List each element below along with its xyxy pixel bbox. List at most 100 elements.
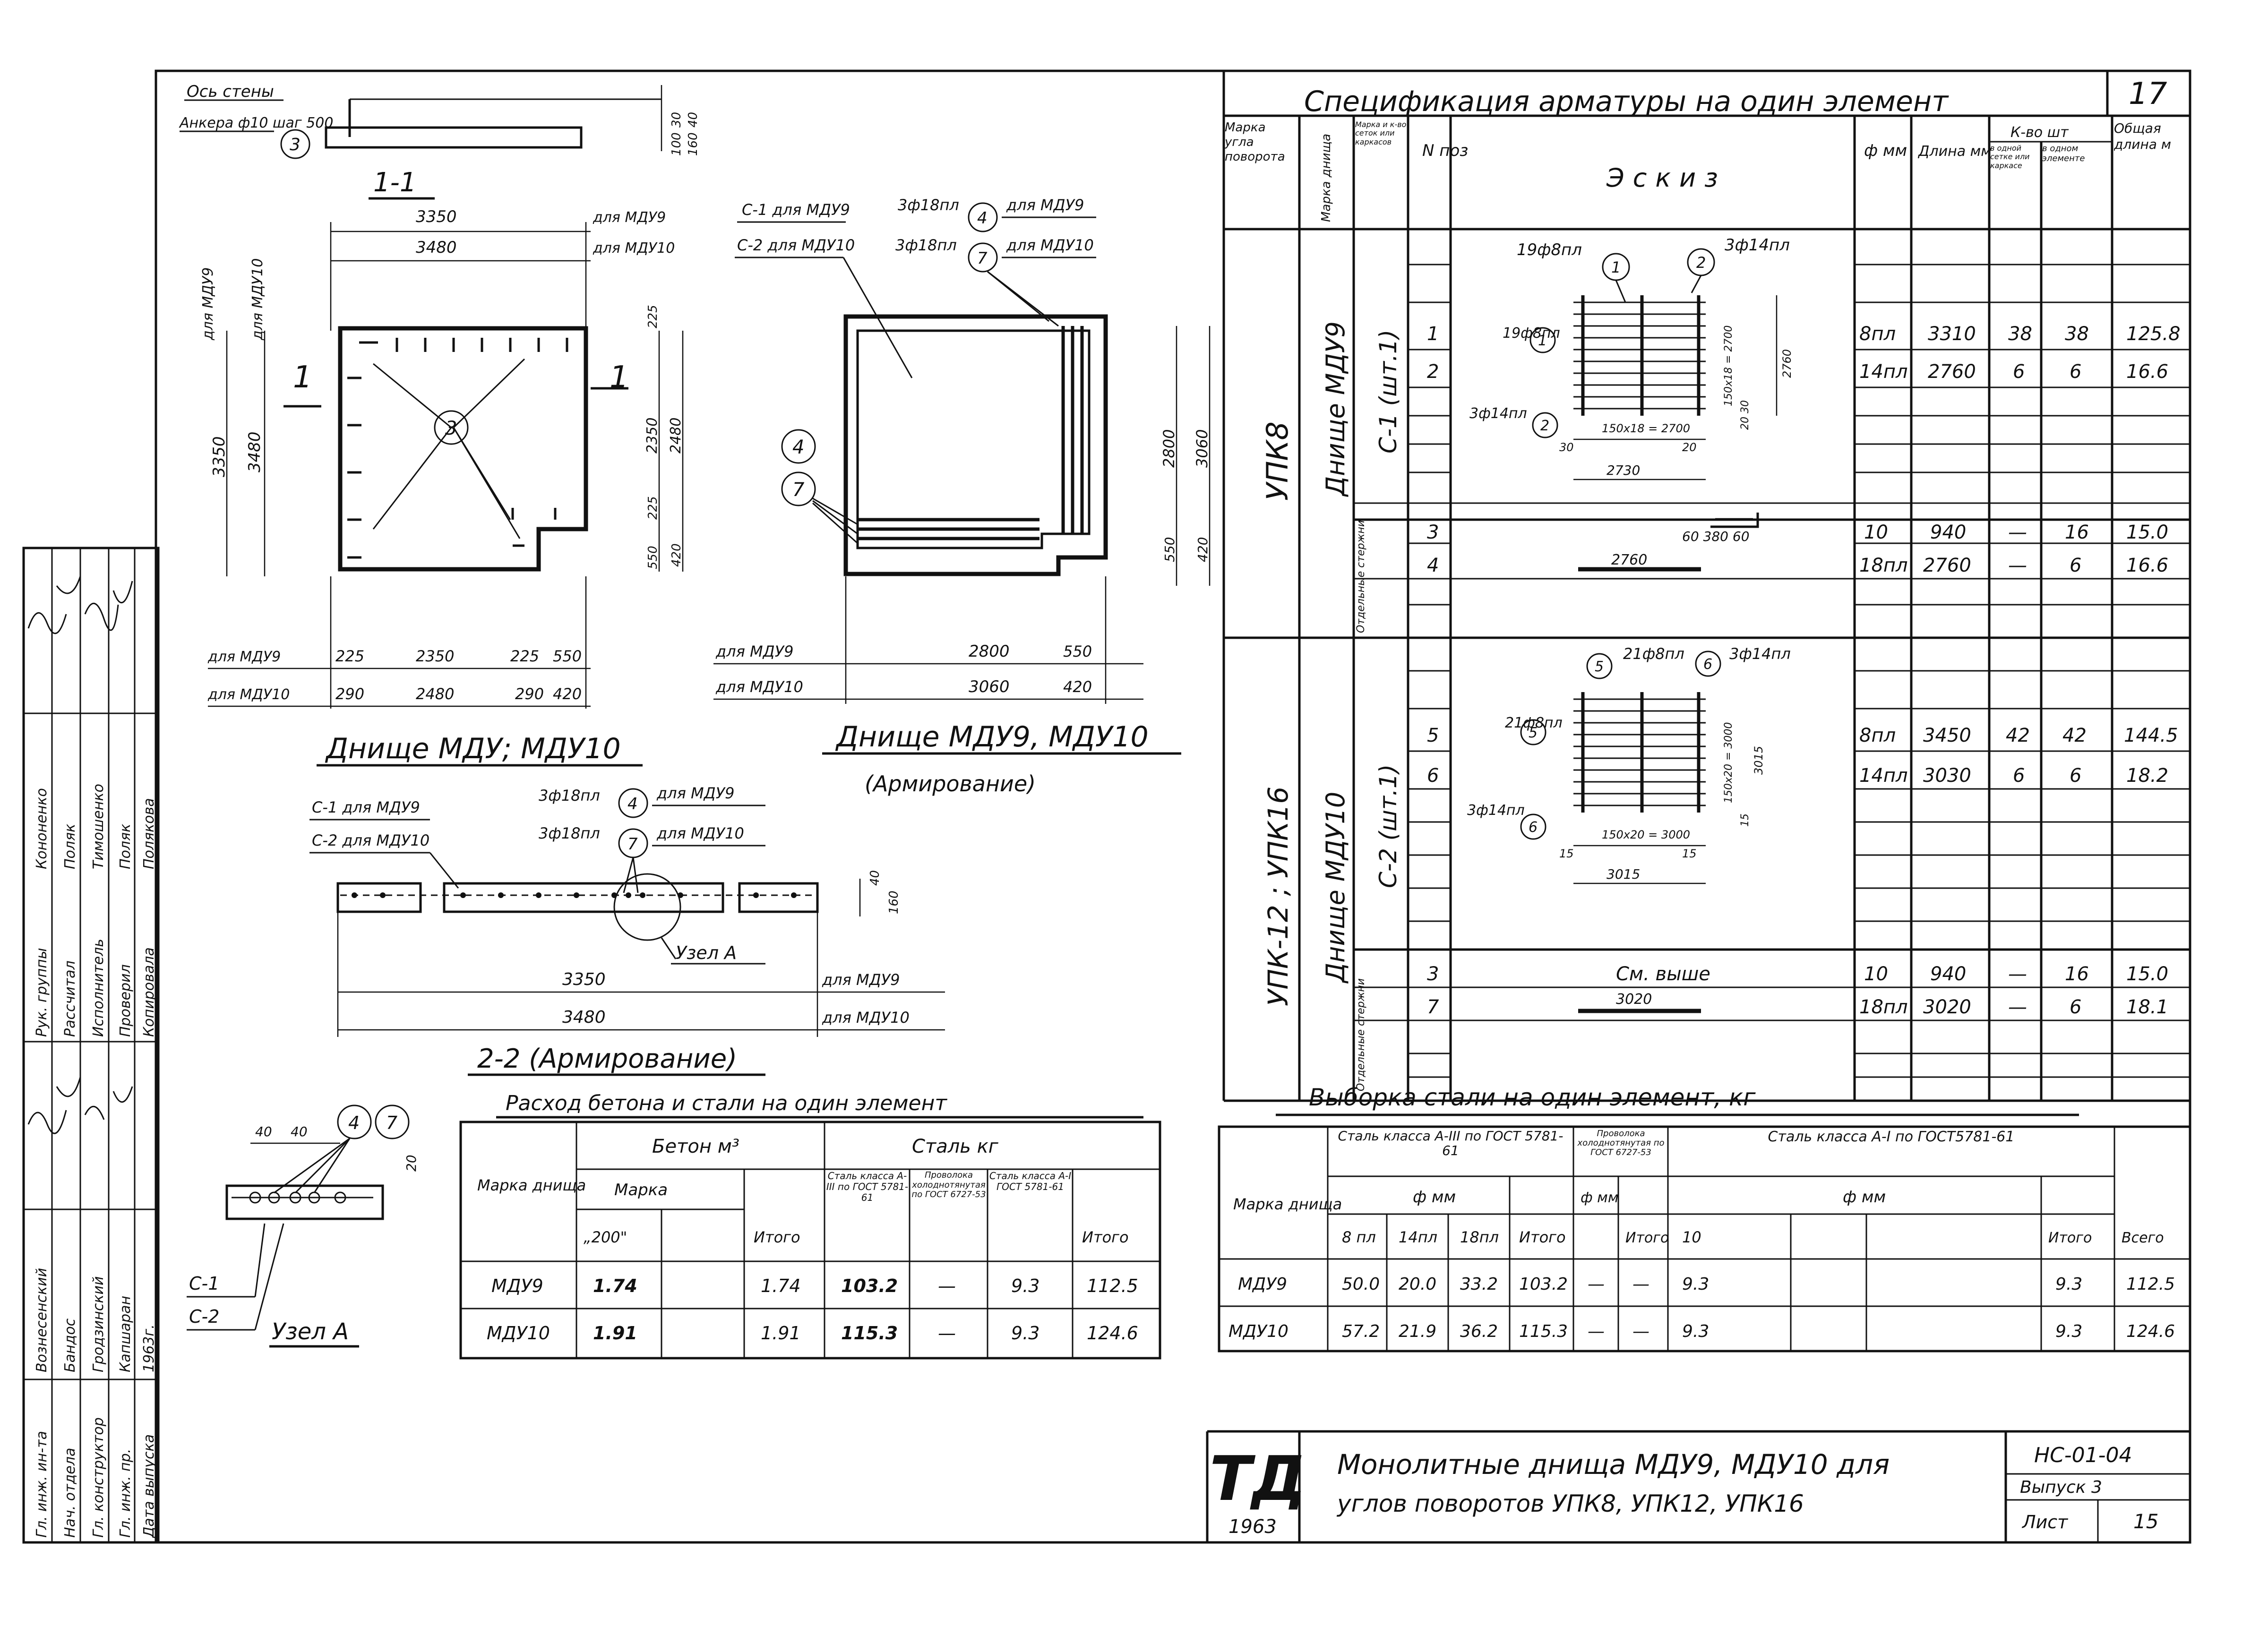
stamp-title-1: Монолитные днища МДУ9, МДУ10 для xyxy=(1337,1448,1890,1481)
svg-text:1.74: 1.74 xyxy=(761,1275,801,1296)
svg-text:16.6: 16.6 xyxy=(2126,555,2168,576)
stamp-title-2: углов поворотов УПК8, УПК12, УПК16 xyxy=(1336,1490,1804,1517)
svg-text:9.3: 9.3 xyxy=(1011,1323,1040,1344)
consumption-row-1: МДУ9 1.74 1.74 103.2 — 9.3 112.5 xyxy=(491,1275,1138,1296)
sketch-c2: 5 21ф8пл 6 3ф14пл 21ф8пл 5 3ф14пл 6 150x… xyxy=(1467,645,1791,1013)
svg-text:18пл: 18пл xyxy=(1859,555,1908,576)
svg-text:16.6: 16.6 xyxy=(2126,361,2168,383)
svg-text:30: 30 xyxy=(670,112,684,128)
callout-leaders xyxy=(372,358,525,539)
plan-mdu: 3350 для МДУ9 3480 для МДУ10 для МДУ9 дл… xyxy=(200,207,684,767)
svg-text:2760: 2760 xyxy=(1923,555,1971,576)
svg-text:3480: 3480 xyxy=(562,1008,606,1027)
svg-text:—: — xyxy=(2008,522,2027,543)
svg-text:1: 1 xyxy=(1538,333,1547,349)
svg-text:124.6: 124.6 xyxy=(1087,1323,1138,1344)
svg-text:9.3: 9.3 xyxy=(1682,1275,1709,1294)
plan-callout-3 xyxy=(434,410,469,445)
svg-text:3ф18пл: 3ф18пл xyxy=(898,196,959,214)
svg-text:420: 420 xyxy=(553,685,582,703)
svg-text:5: 5 xyxy=(1427,725,1439,746)
svg-text:для МДУ10: для МДУ10 xyxy=(593,240,675,257)
svg-text:3060: 3060 xyxy=(969,677,1010,696)
svg-text:для МДУ9: для МДУ9 xyxy=(1006,196,1084,214)
stamp-issue: Выпуск 3 xyxy=(2020,1478,2102,1497)
svg-text:2800: 2800 xyxy=(969,642,1010,661)
svg-text:3: 3 xyxy=(1427,963,1439,985)
svg-text:ф мм: ф мм xyxy=(1413,1188,1456,1207)
spec-title: Спецификация арматуры на один элемент xyxy=(1304,85,1949,118)
svg-text:103.2: 103.2 xyxy=(1519,1275,1568,1294)
svg-text:—: — xyxy=(1632,1275,1649,1294)
svg-text:для МДУ10: для МДУ10 xyxy=(249,258,266,341)
plan-arm-subtitle: (Армирование) xyxy=(865,771,1036,796)
svg-text:100: 100 xyxy=(670,132,684,156)
consumption-title: Расход бетона и стали на один элемент xyxy=(506,1091,947,1115)
svg-text:6: 6 xyxy=(2013,361,2025,383)
axis-label: Ось стены xyxy=(187,82,274,101)
svg-text:9.3: 9.3 xyxy=(1011,1275,1040,1296)
svg-text:3020: 3020 xyxy=(1616,991,1652,1008)
svg-text:3310: 3310 xyxy=(1928,323,1976,345)
svg-text:—: — xyxy=(1588,1275,1605,1294)
title-stamp: ТД 1963 Монолитные днища МДУ9, МДУ10 для… xyxy=(1206,1430,2190,1542)
svg-text:С-1: С-1 xyxy=(189,1273,219,1294)
svg-text:Марка днища: Марка днища xyxy=(1319,134,1333,222)
svg-text:7: 7 xyxy=(386,1113,397,1133)
svg-text:14пл: 14пл xyxy=(1859,361,1908,383)
svg-text:420: 420 xyxy=(1195,537,1211,562)
svg-text:3030: 3030 xyxy=(1923,765,1971,787)
svg-text:2480: 2480 xyxy=(668,418,684,454)
svg-text:3ф18пл: 3ф18пл xyxy=(539,824,600,842)
node-a-circle xyxy=(613,873,681,941)
svg-text:3ф14пл: 3ф14пл xyxy=(1469,405,1527,422)
svg-text:6: 6 xyxy=(1703,656,1712,673)
svg-text:1.91: 1.91 xyxy=(593,1323,637,1344)
name-4: Поляк xyxy=(117,824,134,869)
svg-text:К-во шт: К-во шт xyxy=(2010,124,2069,141)
name-7: Бандос xyxy=(62,1318,78,1372)
svg-text:—: — xyxy=(2008,996,2027,1018)
svg-text:ф мм: ф мм xyxy=(1864,141,1907,160)
svg-text:3450: 3450 xyxy=(1923,725,1971,746)
mesh-outline xyxy=(856,329,1091,549)
svg-text:33.2: 33.2 xyxy=(1460,1275,1498,1294)
svg-text:6: 6 xyxy=(1427,765,1439,787)
svg-text:10: 10 xyxy=(1864,963,1888,985)
node-a-title: Узел А xyxy=(272,1318,349,1345)
svg-text:для МДУ10: для МДУ10 xyxy=(1006,236,1094,254)
svg-text:19ф8пл: 19ф8пл xyxy=(1517,240,1582,259)
svg-text:550: 550 xyxy=(1063,642,1092,660)
svg-text:18пл: 18пл xyxy=(1460,1228,1499,1246)
name-2: Поляк xyxy=(62,824,78,869)
svg-text:2: 2 xyxy=(1696,254,1706,272)
name-10: 1963г. xyxy=(141,1324,157,1372)
svg-text:940: 940 xyxy=(1930,963,1966,985)
svg-text:21ф8пл: 21ф8пл xyxy=(1623,645,1684,663)
stamp-sheet-label: Лист xyxy=(2021,1512,2069,1532)
svg-text:для МДУ9: для МДУ9 xyxy=(715,642,793,660)
section-mark-right: 1 xyxy=(610,360,629,395)
consumption-table: Расход бетона и стали на один элемент Ма… xyxy=(459,1091,1161,1360)
svg-text:4: 4 xyxy=(348,1113,360,1133)
name-5: Полякова xyxy=(141,798,157,869)
svg-text:8пл: 8пл xyxy=(1859,725,1896,746)
section-bars xyxy=(352,892,797,898)
role-1: Рук. группы xyxy=(34,948,50,1037)
svg-text:150x18 = 2700: 150x18 = 2700 xyxy=(1602,422,1690,435)
svg-text:9.3: 9.3 xyxy=(1682,1322,1709,1341)
section-1-1: Ось стены Анкера ф10 шаг 500 3 30 40 160… xyxy=(179,82,700,200)
svg-text:Итого: Итого xyxy=(1625,1230,1669,1246)
svg-text:3060: 3060 xyxy=(1193,429,1211,468)
svg-text:15: 15 xyxy=(1559,847,1574,860)
svg-text:160: 160 xyxy=(887,890,901,914)
svg-text:225: 225 xyxy=(646,305,660,328)
svg-text:14пл: 14пл xyxy=(1399,1228,1437,1246)
stamp-year: 1963 xyxy=(1228,1516,1277,1538)
svg-text:20 30: 20 30 xyxy=(1739,400,1751,430)
spec-row-poz-5: 5 8пл 3450 42 42 144.5 xyxy=(1427,725,2178,746)
svg-text:40: 40 xyxy=(291,1124,308,1139)
section-2-2: С-1 для МДУ9 С-2 для МДУ10 3ф18пл 4 для … xyxy=(309,784,945,1076)
spec-row-poz-7: 7 18пл 3020 — 6 18.1 xyxy=(1427,996,2168,1018)
